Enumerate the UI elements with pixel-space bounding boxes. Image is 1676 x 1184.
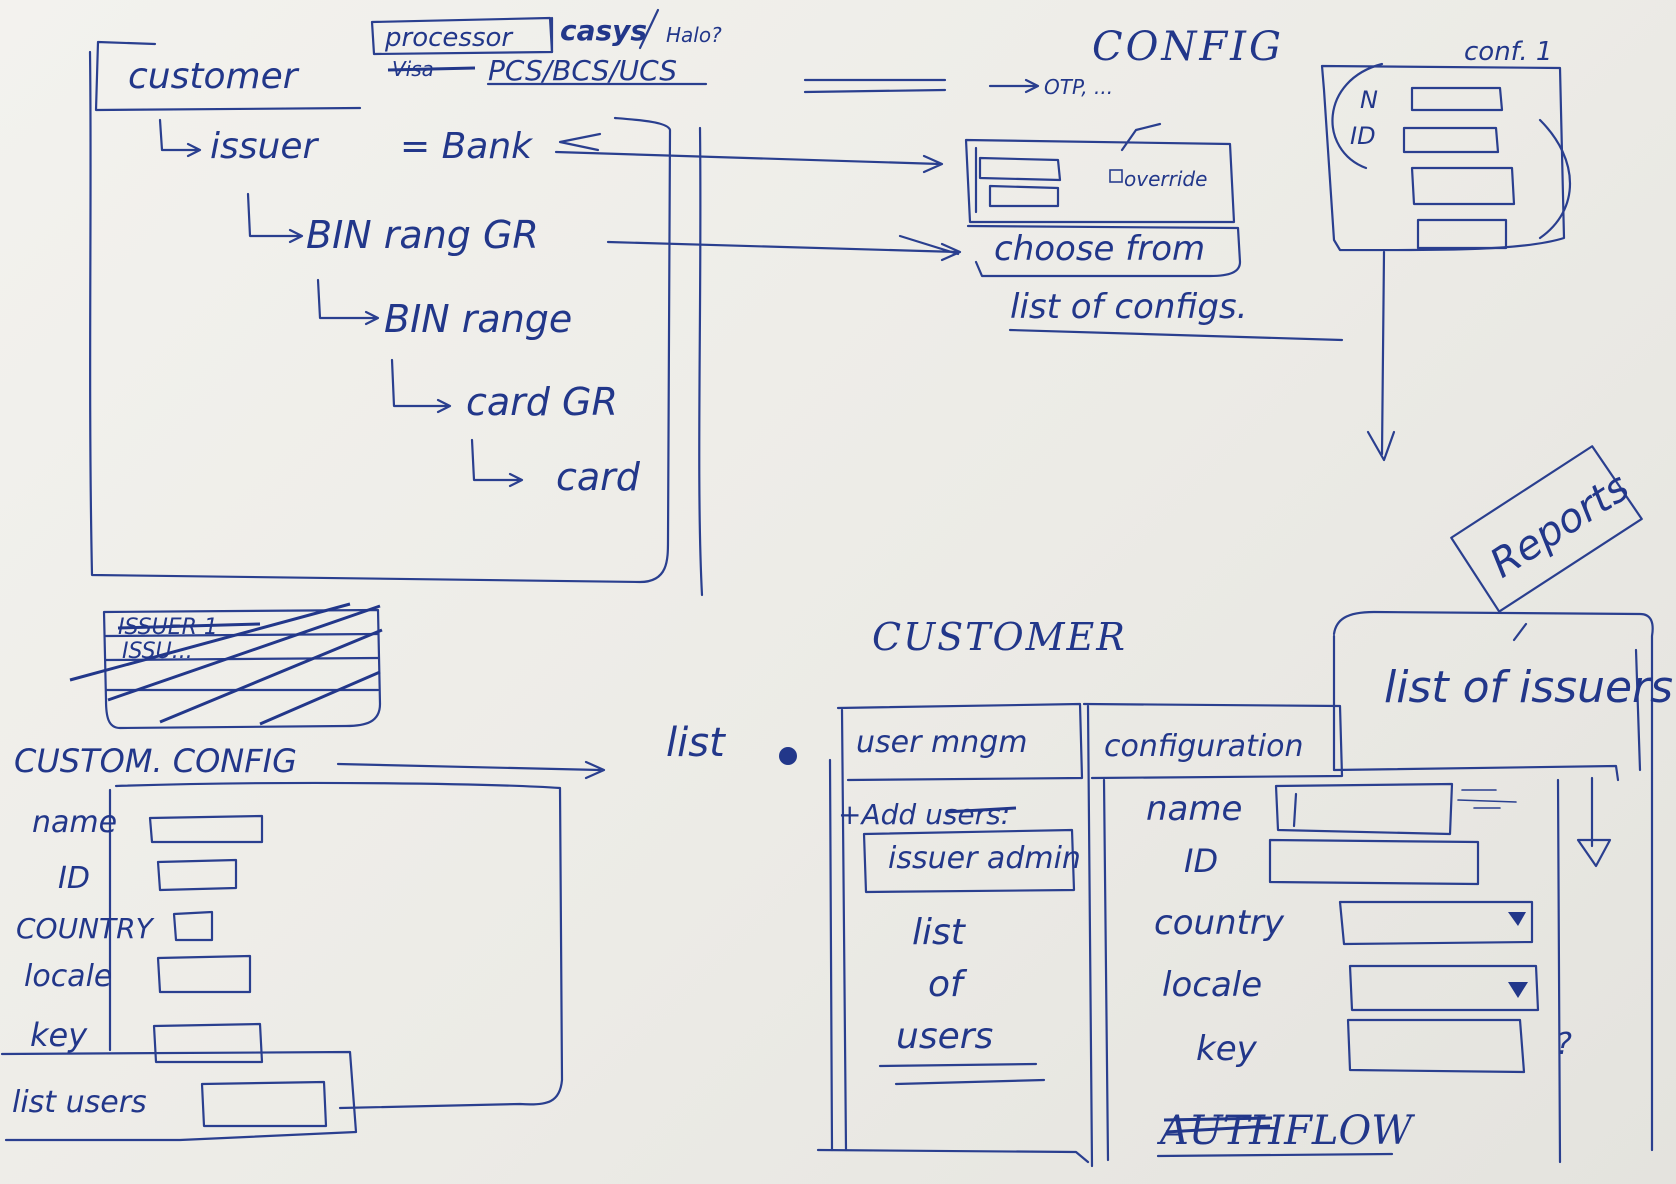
issuer-2-crossed: ISSU... (122, 639, 193, 664)
tab-user-mgmt[interactable]: user mngm (856, 725, 1027, 760)
customer-node: customer (128, 56, 300, 97)
conf-locale-label: locale (1162, 965, 1262, 1005)
conf-key-label: key (1196, 1029, 1258, 1069)
conf-n-label: N (1360, 86, 1378, 114)
reports-label[interactable]: Reports (1482, 464, 1637, 587)
list-of-users-1: list (912, 912, 967, 953)
processor-label: processor (384, 23, 514, 53)
choose-from-label: choose from (994, 229, 1205, 269)
customer-screen: CUSTOMER list user mngm +Add users: issu… (666, 442, 1673, 1166)
conf-name-label: name (1146, 789, 1242, 829)
cc-country-label: COUNTRY (16, 912, 155, 945)
otp-label: OTP, ... (1044, 75, 1113, 99)
card-group-node: card GR (466, 380, 618, 424)
conf-1-label: conf. 1 (1464, 37, 1552, 67)
list-of-users-3: users (896, 1016, 993, 1057)
override-checkbox-label: override (1124, 167, 1207, 191)
list-of-configs-label: list of configs. (1010, 287, 1247, 327)
add-users-label[interactable]: +Add users: (838, 798, 1010, 831)
custom-config-section: CUSTOM. CONFIG name ID COUNTRY locale ke… (2, 742, 604, 1140)
conf-country-label: country (1154, 903, 1285, 943)
issuer-equals-bank: = Bank (400, 126, 534, 167)
locale-dropdown-icon[interactable] (1508, 982, 1528, 998)
reports-tag[interactable]: Reports (1451, 442, 1646, 611)
cc-key-label: key (30, 1016, 88, 1054)
bin-range-group-node: BIN rang GR (306, 213, 539, 257)
list-bullet-icon (779, 747, 797, 765)
crossed-issuer-box: ISSUER 1 ISSU... (70, 604, 382, 728)
tab-list-of-issuers-line1[interactable]: list of issuers (1384, 662, 1673, 713)
custom-config-title: CUSTOM. CONFIG (14, 742, 297, 780)
list-label: list (666, 720, 726, 766)
hierarchy-panel: customer issuer = Bank BIN rang GR BIN r… (90, 42, 702, 595)
customer-screen-title: CUSTOMER (872, 615, 1127, 659)
cc-name-label: name (32, 805, 117, 840)
processor-tags: processor casys Halo? Visa PCS/BCS/UCS (372, 10, 722, 87)
issuer-node: issuer (210, 126, 319, 167)
tab-configuration[interactable]: configuration (1104, 729, 1303, 764)
bin-range-node: BIN range (384, 297, 572, 341)
config-title: CONFIG (1092, 24, 1284, 70)
cc-list-users-label: list users (12, 1085, 147, 1120)
list-of-users-2: of (928, 964, 968, 1005)
conf-id-label: ID (1350, 122, 1376, 150)
cc-id-label: ID (58, 861, 90, 896)
pcs-bcs-ucs-label: PCS/BCS/UCS (488, 54, 677, 87)
halo-label: Halo? (666, 23, 722, 47)
conf-id-label: ID (1184, 842, 1218, 880)
casys-label: casys (560, 14, 647, 47)
cc-locale-label: locale (24, 959, 112, 994)
card-node: card (556, 455, 641, 499)
country-dropdown-icon[interactable] (1508, 912, 1526, 926)
issuer-admin-chip[interactable]: issuer admin (888, 841, 1081, 876)
config-area: OTP, ... CONFIG conf. 1 N ID override ch… (556, 24, 1570, 460)
